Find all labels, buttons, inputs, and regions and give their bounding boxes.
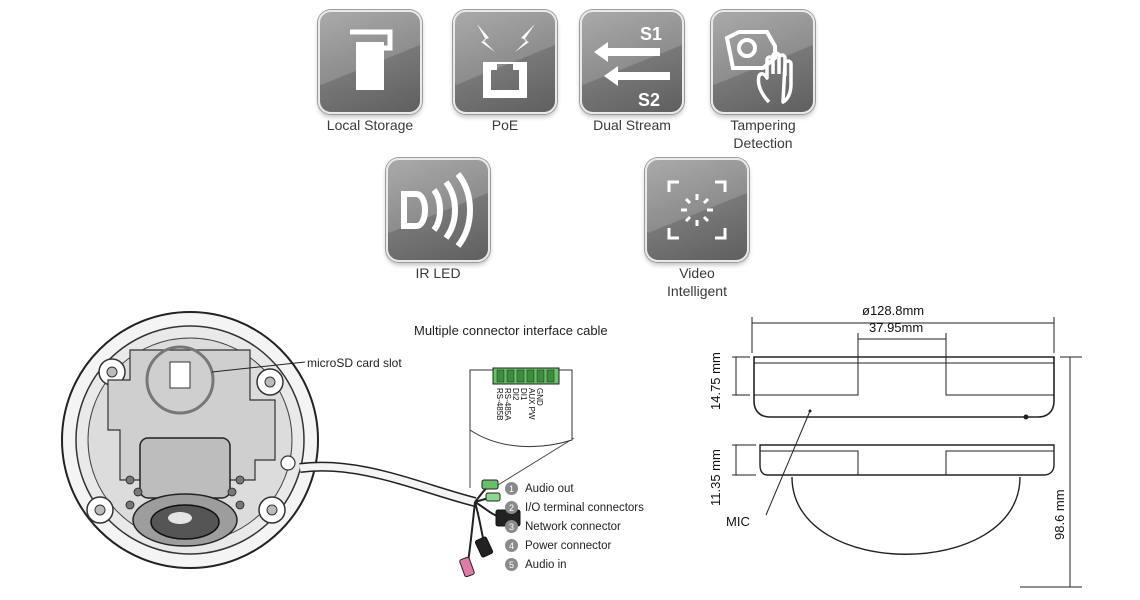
mid-height-label: 11.35 mm	[708, 449, 723, 506]
dual-stream-icon: S1 S2	[580, 10, 684, 114]
s1-text: S1	[640, 24, 662, 44]
feature-poe: PoE	[453, 10, 557, 134]
terminal-pin-labels: GND AUX PW DI1 DI2 RS-485A RS-485B	[494, 388, 564, 448]
mic-label: MIC	[726, 514, 750, 529]
sd-card-icon	[318, 10, 422, 114]
ir-led-icon	[386, 158, 490, 262]
pin-label: RS-485B	[495, 388, 504, 421]
feature-dual-stream: S1 S2 Dual Stream	[580, 10, 684, 134]
feature-label: PoE	[491, 117, 519, 133]
total-height-label: 98.6 mm	[1052, 489, 1067, 540]
inner-width-label: 37.95mm	[869, 320, 924, 335]
s2-text: S2	[638, 90, 660, 110]
pin-label: RS-485A	[503, 388, 512, 421]
feature-label: Local Storage	[326, 117, 414, 133]
video-analytics-icon	[645, 158, 749, 262]
feature-label: Dual Stream	[593, 117, 671, 133]
sd-slot-label: microSD card slot	[307, 356, 402, 370]
diameter-label: ø128.8mm	[862, 303, 925, 318]
feature-label: IR LED	[415, 265, 461, 281]
camera-side-dimension-drawing	[732, 317, 1082, 588]
connector-title: Multiple connector interface cable	[414, 323, 608, 338]
feature-local-storage: Local Storage	[318, 10, 422, 134]
feature-ir-led: IR LED	[386, 158, 490, 282]
pin-label: AUX PW	[527, 388, 536, 420]
tampering-hand-icon	[711, 10, 815, 114]
top-height-label: 14.75 mm	[708, 352, 723, 410]
pin-label: DI1	[519, 388, 528, 401]
pin-label: GND	[535, 388, 544, 406]
pin-label: DI2	[511, 388, 520, 401]
camera-bottom-diagram	[61, 311, 575, 578]
poe-port-icon	[453, 10, 557, 114]
